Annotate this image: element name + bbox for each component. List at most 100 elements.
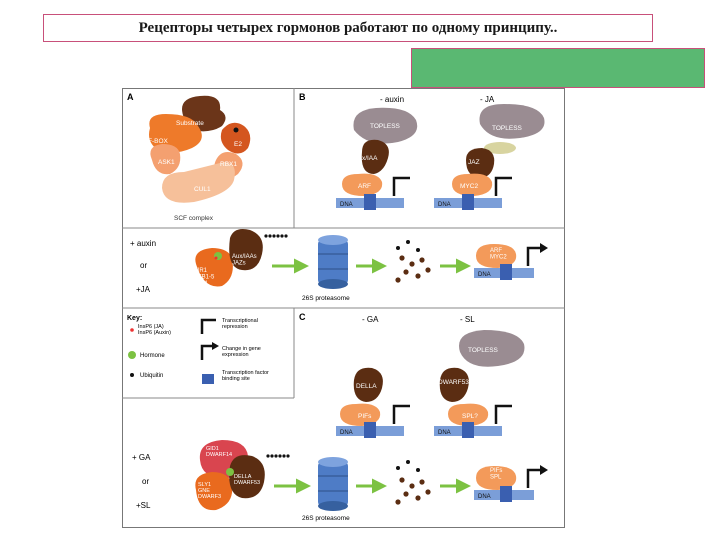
arf-myc2-shape xyxy=(476,244,517,268)
cul1-shape xyxy=(162,162,235,203)
binding-site-1 xyxy=(364,194,376,210)
substrate-shape-b xyxy=(229,229,263,271)
proteasome-label-b: 26S proteasome xyxy=(302,295,350,302)
key-ubiquitin-label: Ubiquitin xyxy=(140,373,163,379)
spl-label: SPL? xyxy=(462,413,478,420)
degraded-fragments-c xyxy=(395,460,431,505)
key-hormone-dot xyxy=(128,351,136,359)
auxiaa-shape xyxy=(361,139,389,174)
dna-label-c2: DNA xyxy=(438,430,451,436)
spl-shape xyxy=(448,403,489,426)
repression-mark-c2 xyxy=(494,404,512,424)
dna-label-c1: DNA xyxy=(340,430,353,436)
key-repression-icon xyxy=(200,318,216,334)
topless-label-2: TOPLESS xyxy=(492,125,523,132)
della-shape xyxy=(353,367,383,402)
jaz-label: JAZ xyxy=(468,159,480,166)
topless-shape-c xyxy=(459,330,525,367)
dwarf53-label: DWARF53 xyxy=(438,379,469,386)
panel-c-letter: C xyxy=(299,312,306,322)
ask1-shape xyxy=(150,144,181,175)
e2-shape xyxy=(220,122,251,154)
insp-dot-b xyxy=(214,256,218,260)
della-label: DELLA xyxy=(356,383,377,390)
ask1-label: ASK1 xyxy=(158,159,175,166)
panel-b-letter: B xyxy=(299,92,306,102)
key-tf-site-icon xyxy=(202,374,214,384)
key-insp-label: InsP6 (JA)InsP6 (Auxin) xyxy=(138,324,171,336)
dna-label-1: DNA xyxy=(340,202,353,208)
proteasome-b xyxy=(318,235,348,289)
pifs-shape xyxy=(340,403,381,426)
fbox-shape xyxy=(149,114,202,153)
green-highlight-box xyxy=(411,48,705,88)
dwarf53-shape xyxy=(439,367,469,402)
slide-title: Рецепторы четырех гормонов работают по о… xyxy=(138,19,558,36)
plus-sl-label: +SL xyxy=(136,501,151,510)
hormone-dot-c xyxy=(226,468,234,476)
dna-label-3: DNA xyxy=(478,272,491,278)
minus-auxin-label: - auxin xyxy=(380,95,404,104)
ubiquitin-chain-c xyxy=(266,454,290,458)
binding-site-2 xyxy=(462,194,474,210)
plus-ja-label: +JA xyxy=(136,285,151,294)
ubiquitin-dot xyxy=(233,127,239,133)
proteasome-c xyxy=(318,457,348,511)
pifs-label: PIFs xyxy=(358,413,372,420)
pifs-spl-shape xyxy=(476,466,517,490)
receptor-shape-b xyxy=(195,248,233,287)
ubiquitin-chain-b xyxy=(264,234,288,238)
binding-site-c2 xyxy=(462,422,474,438)
slide-title-box: Рецепторы четырех гормонов работают по о… xyxy=(43,14,653,42)
topless-shape-1 xyxy=(353,107,418,144)
repression-mark-2 xyxy=(494,176,512,196)
ninja-shape xyxy=(484,142,516,154)
key-change-arrowhead xyxy=(212,342,219,350)
myc2-shape xyxy=(452,173,493,196)
key-insp-dot xyxy=(130,328,134,332)
minus-sl-label: - SL xyxy=(460,315,475,324)
panel-b: B - auxin - JA TOPLESS Aux/IAA ARF DNA T… xyxy=(130,92,548,302)
plus-ga-label: + GA xyxy=(132,453,151,462)
auxiaa-label: Aux/IAA xyxy=(354,155,378,162)
fbox-label: F-BOX xyxy=(148,138,169,145)
cul1-label: CUL1 xyxy=(194,186,211,193)
myc2-label: MYC2 xyxy=(460,183,478,190)
binding-site-c3 xyxy=(500,486,512,502)
key-title: Key: xyxy=(127,315,142,322)
panel-a: A Substrate F-BOX E2 ASK1 RBX1 CUL1 SCF … xyxy=(127,92,251,222)
topless-shape-2 xyxy=(479,104,545,139)
key-ubiquitin-dot xyxy=(130,373,134,377)
repression-mark-1 xyxy=(392,176,410,196)
jaz-shape xyxy=(466,148,495,178)
proteasome-label-c: 26S proteasome xyxy=(302,515,350,522)
binding-site-c1 xyxy=(364,422,376,438)
binding-site-3 xyxy=(500,264,512,280)
scf-complex-label: SCF complex xyxy=(174,215,214,222)
key-change-icon xyxy=(200,344,214,360)
repression-mark-c1 xyxy=(392,404,410,424)
hormone-receptor-figure: A Substrate F-BOX E2 ASK1 RBX1 CUL1 SCF … xyxy=(122,88,565,528)
or-label-b: or xyxy=(140,261,147,270)
activation-arrowhead-c xyxy=(540,465,548,475)
minus-ja-label: - JA xyxy=(480,95,495,104)
sly1-shape xyxy=(195,472,233,511)
or-label-c: or xyxy=(142,477,149,486)
topless-label-c: TOPLESS xyxy=(468,347,499,354)
arf-label: ARF xyxy=(358,183,371,190)
activation-arrowhead-b xyxy=(540,243,548,253)
substrate-label: Substrate xyxy=(176,120,204,127)
panel-a-letter: A xyxy=(127,92,134,102)
della-shape-2 xyxy=(229,455,265,499)
key-legend: Key: InsP6 (JA)InsP6 (Auxin) Hormone Ubi… xyxy=(127,315,269,384)
activation-arrow-b xyxy=(526,246,542,266)
